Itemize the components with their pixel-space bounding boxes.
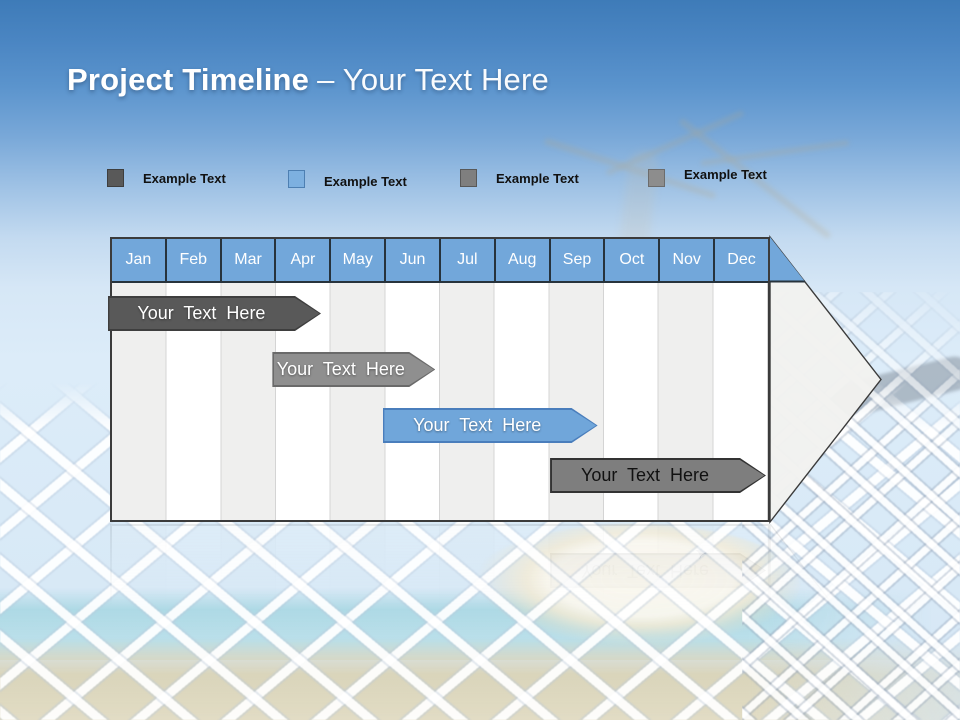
month-cell[interactable]: Apr <box>274 239 329 281</box>
bar-shape <box>109 298 319 330</box>
timeline-bar[interactable]: Your Text Here <box>550 458 766 493</box>
legend-swatch <box>460 169 477 187</box>
legend-item[interactable]: Example Text <box>288 170 407 189</box>
month-cell[interactable]: Feb <box>164 239 220 281</box>
legend-label: Example Text <box>324 173 407 189</box>
palm-leaf <box>700 139 850 167</box>
timeline-bar[interactable]: Your Text Here <box>383 408 598 443</box>
month-cell[interactable]: Aug <box>493 239 549 281</box>
legend-item[interactable]: Example Text <box>460 169 579 187</box>
timeline-bar[interactable]: Your Text Here <box>108 296 321 331</box>
bar-label: Your Text Here <box>580 465 710 485</box>
bar-label: Your Text Here <box>413 415 542 435</box>
big-arrow-shape <box>769 234 882 525</box>
month-cell[interactable]: Nov <box>658 239 713 281</box>
timeline-table: Jan Feb Mar Apr May Jun Jul Aug Sep Oct … <box>110 237 770 522</box>
legend-swatch <box>107 169 124 187</box>
reflection-chart-body: Your Text Here Your Text Here Your Text … <box>112 526 768 619</box>
reflection-big-arrow-shape <box>769 524 845 619</box>
month-cell[interactable]: Jun <box>384 239 439 281</box>
legend-label: Example Text <box>496 170 579 186</box>
legend-swatch <box>648 169 665 187</box>
month-cell[interactable]: Oct <box>603 239 658 281</box>
bar-shape <box>552 460 765 492</box>
legend-swatch <box>288 170 305 188</box>
reflection-bar-shape <box>552 555 765 587</box>
bar-label: Your Text Here <box>137 303 266 323</box>
timeline-bar[interactable]: Your Text Here <box>272 352 435 387</box>
sand-image <box>0 638 960 720</box>
timeline-chart: Jan Feb Mar Apr May Jun Jul Aug Sep Oct … <box>110 524 845 619</box>
legend-label: Example Text <box>684 166 767 182</box>
month-cell[interactable]: Sep <box>548 239 604 281</box>
straw-hat-image <box>470 524 800 646</box>
starfish-icon: ✦ <box>690 540 713 566</box>
reflection-bar-label: Your Text Here <box>580 561 710 581</box>
month-header-row: Jan Feb Mar Apr May Jun Jul Aug Sep Oct … <box>112 239 768 283</box>
month-cell[interactable]: May <box>329 239 384 281</box>
timeline-chart: Jan Feb Mar Apr May Jun Jul Aug Sep Oct … <box>110 234 882 525</box>
legend-label: Example Text <box>143 170 226 186</box>
month-cell[interactable]: Jul <box>438 239 494 281</box>
reflection-timeline-table: Jan Feb Mar Apr May Jun Jul Aug Sep Oct … <box>110 524 770 619</box>
month-cell[interactable]: Dec <box>713 239 768 281</box>
legend-item[interactable]: Example Text <box>648 166 767 187</box>
reflection-timeline-bar: Your Text Here <box>383 603 598 619</box>
title-main: Project Timeline <box>67 62 310 97</box>
chart-reflection: Jan Feb Mar Apr May Jun Jul Aug Sep Oct … <box>110 524 890 619</box>
reflection-bar-label: Your Text Here <box>383 603 572 619</box>
month-cell[interactable]: Mar <box>219 239 275 281</box>
title-suffix: – Your Text Here <box>317 62 549 97</box>
page-title[interactable]: Project Timeline– Your Text Here <box>67 60 549 100</box>
bar-shape <box>384 410 596 442</box>
reflection-bar-shape <box>384 605 596 619</box>
bar-shape <box>274 354 434 386</box>
reflection-timeline-bar: Your Text Here <box>550 553 766 588</box>
month-cell[interactable]: Jan <box>125 251 152 268</box>
legend-item[interactable]: Example Text <box>107 169 226 187</box>
bar-label: Your Text Here <box>276 359 405 379</box>
sea-image <box>0 588 960 660</box>
chart-body: Your Text Here Your Text Here Your Text … <box>112 283 768 520</box>
